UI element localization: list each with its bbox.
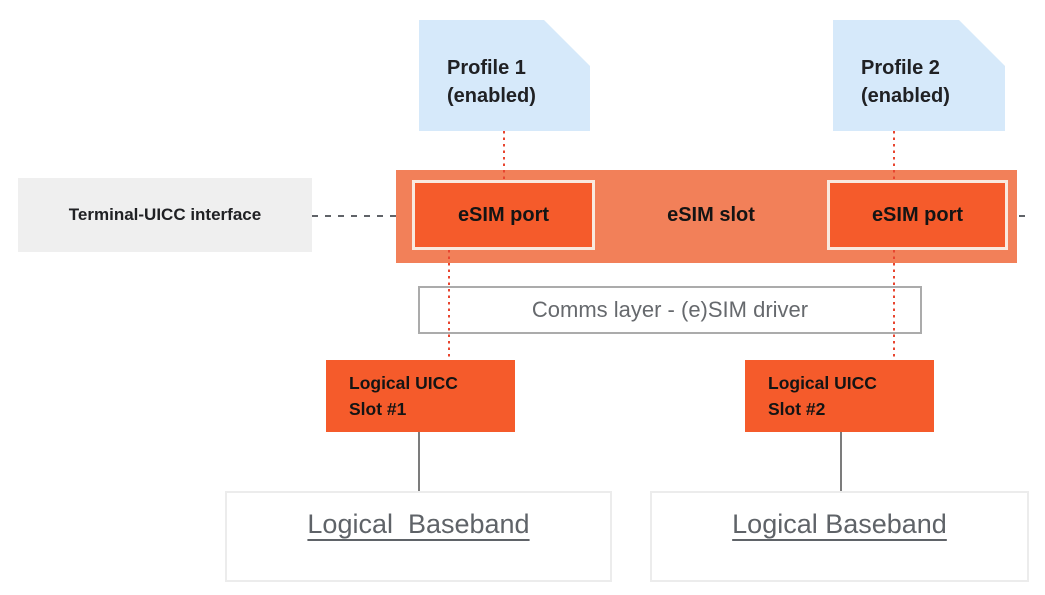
logical-baseband-1-box: Logical Baseband <box>225 491 612 582</box>
esim-port-1: eSIM port <box>412 180 595 250</box>
logical-baseband-1-label: Logical Baseband <box>307 509 530 539</box>
comms-layer-label: Comms layer - (e)SIM driver <box>531 297 809 322</box>
profile-2-title: Profile 2 <box>861 57 940 79</box>
esim-port-2-label: eSIM port <box>871 203 964 226</box>
uicc-slot-2-line1: Logical UICC <box>768 373 877 393</box>
uicc-slot-1-line2: Slot #1 <box>349 399 407 419</box>
profile-2-status: (enabled) <box>861 85 950 107</box>
profile1-to-port1-dotted-connector <box>503 131 505 180</box>
logical-uicc-slot-2-box: Logical UICC Slot #2 <box>745 360 934 432</box>
logical-baseband-2-box: Logical Baseband <box>650 491 1029 582</box>
profile-1-card: Profile 1 (enabled) <box>419 20 590 131</box>
profile-1-title: Profile 1 <box>447 57 526 79</box>
terminal-uicc-interface-label: Terminal-UICC interface <box>18 178 312 252</box>
profile-2-card: Profile 2 (enabled) <box>833 20 1005 131</box>
profile2-to-port2-dotted-connector <box>893 131 895 180</box>
uicc-slot1-to-baseband1-line <box>418 432 420 491</box>
interface-dashed-connector-left <box>312 215 398 217</box>
logical-baseband-2-label: Logical Baseband <box>732 509 947 539</box>
uicc-slot-2-line2: Slot #2 <box>768 399 826 419</box>
comms-layer-box: Comms layer - (e)SIM driver <box>418 286 922 334</box>
esim-port-1-label: eSIM port <box>457 203 550 226</box>
esim-slot-label-text: eSIM slot <box>667 203 755 226</box>
interface-dashed-connector-right <box>1019 215 1032 217</box>
profile-1-status: (enabled) <box>447 85 536 107</box>
esim-port-2: eSIM port <box>827 180 1008 250</box>
uicc-slot2-to-baseband2-line <box>840 432 842 491</box>
port2-to-uicc-slot2-dotted-connector <box>893 250 895 360</box>
port1-to-uicc-slot1-dotted-connector <box>448 250 450 360</box>
logical-uicc-slot-1-box: Logical UICC Slot #1 <box>326 360 515 432</box>
uicc-slot-1-line1: Logical UICC <box>349 373 458 393</box>
terminal-uicc-interface-text: Terminal-UICC interface <box>68 205 262 224</box>
esim-slot-label: eSIM slot <box>595 180 827 250</box>
